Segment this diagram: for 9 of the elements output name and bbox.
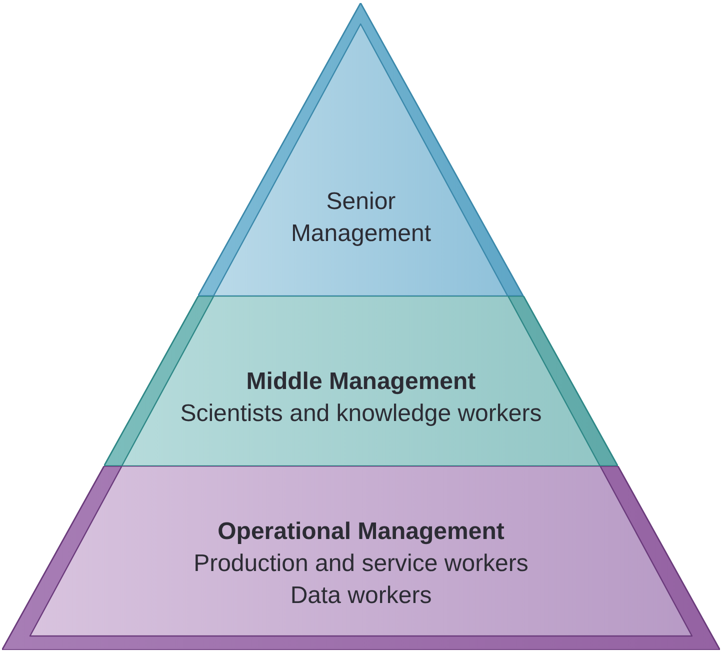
tier-title: Operational Management [218,517,504,547]
tier-description: Data workers [290,581,432,611]
pyramid-tier [198,3,524,296]
tier-title: Middle Management [246,367,476,397]
tier-title: Senior Management [290,187,432,249]
tier-description: Scientists and knowledge workers [180,399,542,429]
tier-description: Production and service workers [194,549,528,579]
pyramid-tier [2,466,720,650]
pyramid-tier [104,296,618,466]
